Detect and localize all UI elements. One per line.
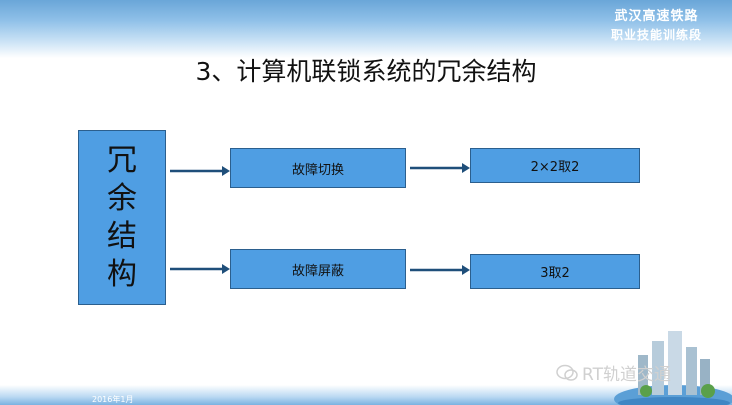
city-globe-decoration	[614, 331, 732, 405]
header-band	[0, 0, 732, 58]
footer-band	[0, 385, 732, 405]
result-3of2-box: 3取2	[470, 254, 640, 289]
arrow-switch-to-result	[410, 163, 470, 173]
fault-switch-box: 故障切换	[230, 148, 406, 188]
result-2x2of2-box: 2×2取2	[470, 148, 640, 183]
fault-mask-box: 故障屏蔽	[230, 249, 406, 289]
main-box-char-1: 冗	[107, 142, 137, 178]
arrow-main-to-switch	[170, 166, 230, 176]
main-box-char-4: 构	[107, 256, 137, 292]
brand-logo-text: 武汉高速铁路 职业技能训练段	[611, 8, 702, 44]
main-box-char-2: 余	[107, 180, 137, 216]
arrow-mask-to-result	[410, 265, 470, 275]
footer-date: 2016年1月	[92, 395, 134, 404]
redundant-structure-box: 冗 余 结 构	[78, 130, 166, 305]
watermark: RT轨道交通	[556, 360, 671, 385]
brand-line-1: 武汉高速铁路	[614, 9, 699, 24]
brand-line-2: 职业技能训练段	[610, 28, 702, 42]
chat-bubble-icon	[556, 364, 578, 381]
arrow-main-to-mask	[170, 264, 230, 274]
main-box-char-3: 结	[107, 218, 137, 254]
watermark-text: RT轨道交通	[582, 365, 671, 385]
slide-title: 3、计算机联锁系统的冗余结构	[195, 57, 537, 86]
